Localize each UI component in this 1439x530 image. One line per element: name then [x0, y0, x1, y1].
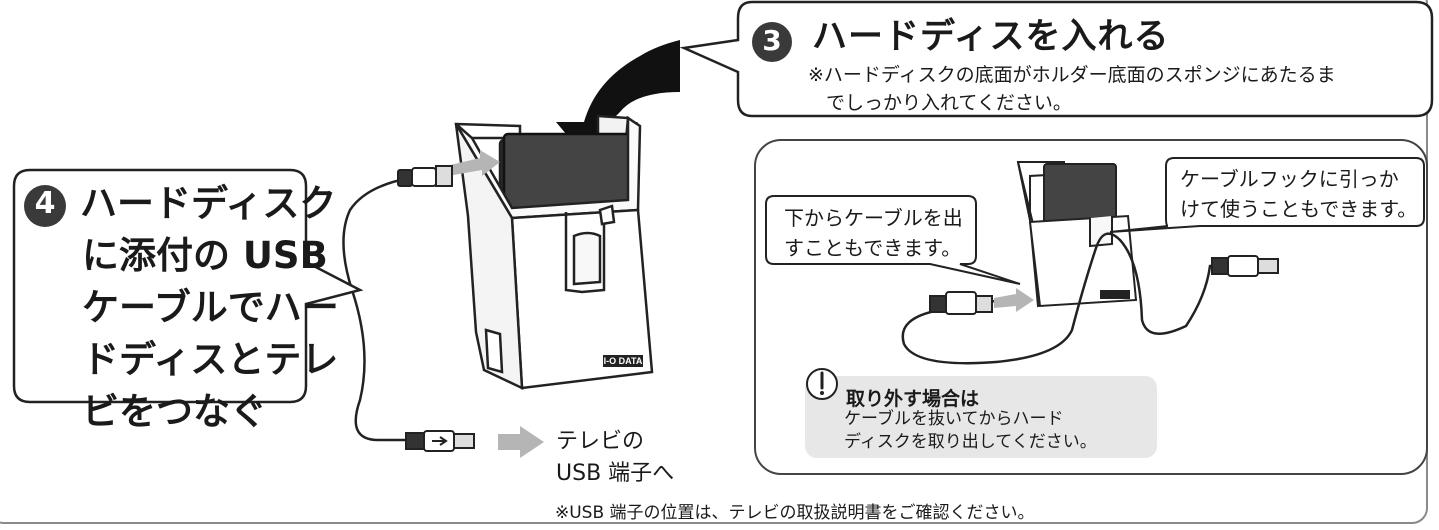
callout-hook-bubble — [1109, 157, 1425, 233]
step4-line2: に添付の USB — [82, 234, 328, 277]
step3-title: ハードディスを入れる — [812, 17, 1170, 57]
usb-plug-bottom-icon — [405, 430, 475, 452]
step4-bubble — [12, 168, 364, 404]
callout-bottom-bubble — [765, 195, 1021, 285]
removal-note-box — [805, 376, 1157, 458]
step4-line4: ドディスとテレ — [82, 338, 339, 381]
step3-badge — [752, 22, 792, 62]
step4-number: 4 — [34, 186, 56, 221]
callout-hook-line2: けて使うこともできます。 — [1180, 197, 1418, 221]
plug-in-arrow-icon — [446, 150, 500, 176]
callout-hook-line1: ケーブルフックに引っか — [1180, 167, 1399, 191]
detail-usb-plug-left-icon — [929, 291, 993, 315]
logo-text: I-O DATA — [604, 356, 643, 366]
callout-hook-text: ケーブルフックに引っか けて使うこともできます。 — [1180, 164, 1417, 224]
step4-line5: ビをつなぐ — [82, 390, 267, 433]
to-tv-arrow-icon — [498, 426, 544, 458]
tv-label-line1: テレビの — [556, 429, 645, 454]
holder-detail — [1016, 161, 1138, 308]
removal-note-body: ケーブルを抜いてからハード ディスクを取り出してください。 — [844, 408, 1097, 454]
usb-cable — [342, 176, 411, 442]
step4-line1: ハードディスク — [80, 182, 337, 225]
usb-plug-top-icon — [397, 165, 453, 187]
callout-bottom-text: 下からケーブルを出 すこともできます。 — [784, 203, 963, 263]
step3-note-line1: ※ハードディスクの底面がホルダー底面のスポンジにあたるま — [808, 64, 1336, 86]
removal-note-title: 取り外す場合は — [846, 388, 980, 410]
step3-note: ※ハードディスクの底面がホルダー底面のスポンジにあたるま でしっかり入れてくださ… — [808, 61, 1428, 117]
step4-badge — [24, 185, 66, 227]
step3-number: 3 — [762, 24, 782, 57]
detail-plug-arrow-icon — [994, 288, 1034, 312]
step4-line3: ケーブルでハー — [82, 286, 339, 329]
detail-usb-plug-right-icon — [1211, 255, 1279, 277]
detail-cable — [901, 232, 1222, 365]
tv-label-line2: USB 端子へ — [556, 461, 675, 486]
footnote: ※USB 端子の位置は、テレビの取扱説明書をご確認ください。 — [555, 503, 1035, 523]
removal-note-line1: ケーブルを抜いてからハード — [844, 409, 1064, 429]
holder-main — [454, 114, 654, 391]
step4-instructions: ハードディスク に添付の USB ケーブルでハー ドディスとテレ ビをつなぐ — [80, 178, 339, 438]
holder-logo — [603, 355, 643, 367]
tv-port-label: テレビの USB 端子へ — [556, 426, 674, 490]
callout-bottom-line2: すこともできます。 — [784, 236, 962, 260]
removal-note-line2: ディスクを取り出してください。 — [844, 432, 1097, 452]
callout-bottom-line1: 下からケーブルを出 — [784, 206, 963, 230]
step3-bubble — [679, 0, 1434, 118]
step3-note-line2: でしっかり入れてください。 — [826, 92, 1072, 114]
